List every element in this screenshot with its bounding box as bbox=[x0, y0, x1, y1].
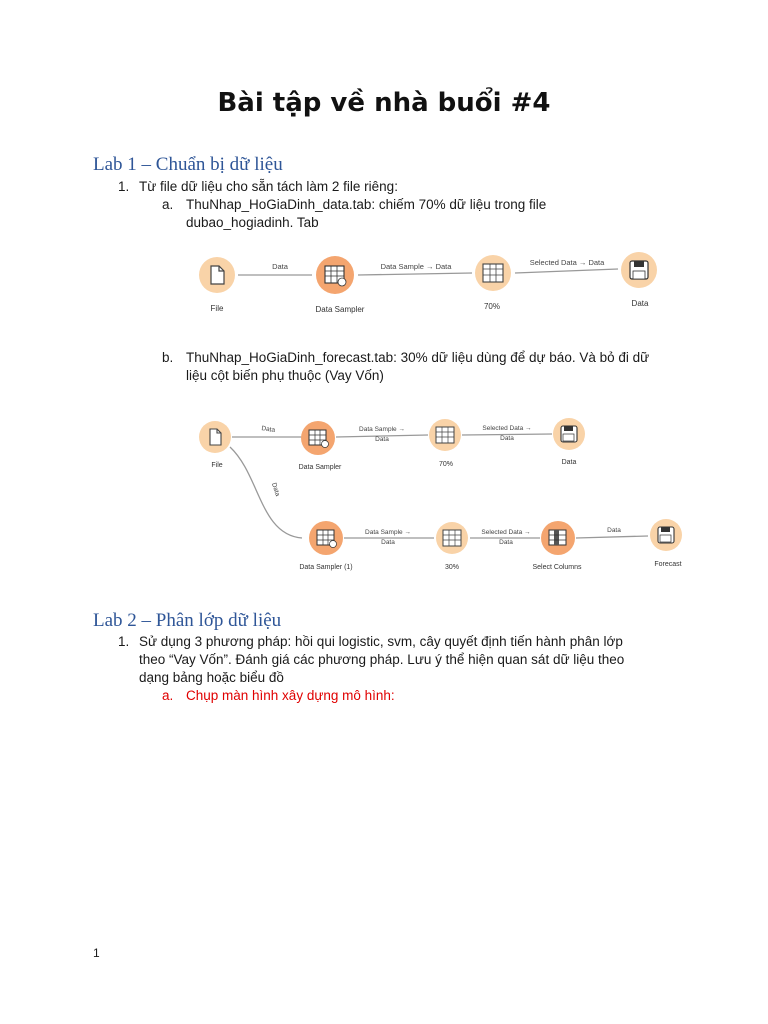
table-icon bbox=[442, 529, 462, 547]
lab1-b-line1: ThuNhap_HoGiaDinh_forecast.tab: 30% dữ l… bbox=[186, 350, 650, 365]
workflow-diagram-70: Data Data Sample → Data Selected Data → … bbox=[199, 252, 657, 314]
link-label-data-vertical: Data bbox=[270, 482, 281, 498]
lab1-heading: Lab 1 – Chuẩn bị dữ liệu bbox=[93, 154, 283, 175]
link-label-data-sample: Data Sample → Data bbox=[381, 262, 453, 271]
file-node[interactable] bbox=[199, 421, 231, 453]
table-70-node[interactable] bbox=[475, 255, 511, 291]
link-file-sampler1 bbox=[229, 446, 303, 539]
lab2-item1-line2: theo “Vay Vốn”. Đánh giá các phương pháp… bbox=[139, 652, 625, 667]
link-label-data: Data bbox=[261, 425, 276, 434]
link-sampler-70 bbox=[335, 434, 429, 438]
link-sampler-70 bbox=[357, 272, 473, 276]
link-label-data-sample-2: Data bbox=[375, 436, 389, 443]
file-node-label: File bbox=[211, 304, 224, 313]
page-number: 1 bbox=[93, 946, 100, 960]
file-icon bbox=[209, 428, 222, 446]
file-node-label: File bbox=[211, 462, 222, 469]
sampler-node-label: Data Sampler bbox=[316, 305, 365, 314]
sampler-icon bbox=[308, 429, 327, 446]
link-label-data-forecast: Data bbox=[607, 527, 621, 534]
lab2-item1-line3: dạng bảng hoặc biểu đồ bbox=[139, 670, 284, 685]
lab1-item1-number: 1. bbox=[118, 179, 130, 194]
page-title: Bài tập về nhà buổi #4 bbox=[217, 88, 551, 118]
lab1-a-line1: ThuNhap_HoGiaDinh_data.tab: chiếm 70% dữ… bbox=[186, 197, 547, 212]
select-columns-node[interactable] bbox=[541, 521, 575, 555]
lab2-item1-line1: Sử dụng 3 phương pháp: hồi qui logistic,… bbox=[139, 634, 623, 649]
lab1-a-marker: a. bbox=[162, 197, 174, 212]
lab2-a-text: Chụp màn hình xây dựng mô hình: bbox=[186, 688, 395, 703]
link-label-selected: Selected Data → bbox=[482, 425, 531, 432]
forecast-node[interactable] bbox=[650, 519, 682, 551]
link-label-data-sample-b: Data Sample → bbox=[365, 529, 411, 536]
data-sampler-node[interactable] bbox=[316, 256, 354, 294]
lab1-a-line2: dubao_hogiadinh. Tab bbox=[186, 215, 319, 230]
link-label-selected-data: Selected Data → Data bbox=[530, 258, 605, 267]
save-data-node[interactable] bbox=[621, 252, 657, 288]
data-sampler-node[interactable] bbox=[301, 421, 335, 455]
file-icon bbox=[210, 265, 225, 285]
sampler-icon bbox=[316, 529, 335, 546]
link-label-data-sample-b2: Data bbox=[381, 539, 395, 546]
save-data-label: Data bbox=[562, 459, 577, 466]
link-label-data-sample: Data Sample → bbox=[359, 426, 405, 433]
lab1-b-marker: b. bbox=[162, 350, 174, 365]
link-label-selected-b2: Data bbox=[499, 539, 513, 546]
save-data-label: Data bbox=[632, 299, 649, 308]
save-data-node[interactable] bbox=[553, 418, 585, 450]
link-label-selected-b: Selected Data → bbox=[481, 529, 530, 536]
workflow-diagram-forecast: Data Data Sample → Data Selected Data → … bbox=[199, 418, 682, 571]
data-sampler-1-node[interactable] bbox=[309, 521, 343, 555]
lab2-item1-number: 1. bbox=[118, 634, 130, 649]
link-select-forecast bbox=[575, 535, 649, 539]
sampler-node-label: Data Sampler bbox=[299, 464, 342, 471]
link-70-data bbox=[461, 433, 553, 436]
link-label-data: Data bbox=[272, 262, 289, 271]
lab2-heading: Lab 2 – Phân lớp dữ liệu bbox=[93, 610, 282, 631]
select-columns-label: Select Columns bbox=[532, 564, 582, 571]
lab1-b-line2: liệu cột biến phụ thuộc (Vay Vốn) bbox=[186, 368, 384, 383]
table-70-node[interactable] bbox=[429, 419, 461, 451]
table-icon bbox=[482, 263, 504, 283]
link-70-data bbox=[514, 268, 619, 274]
table-30-label: 30% bbox=[445, 564, 459, 571]
table-30-node[interactable] bbox=[436, 522, 468, 554]
table-70-label: 70% bbox=[439, 461, 453, 468]
sampler-1-label: Data Sampler (1) bbox=[299, 564, 352, 571]
file-node[interactable] bbox=[199, 257, 235, 293]
link-label-selected-2: Data bbox=[500, 435, 514, 442]
table-icon bbox=[435, 426, 455, 444]
lab2-a-marker: a. bbox=[162, 688, 174, 703]
forecast-label: Forecast bbox=[654, 561, 681, 568]
table-70-label: 70% bbox=[484, 302, 500, 311]
lab1-item1-text: Từ file dữ liệu cho sẵn tách làm 2 file … bbox=[139, 179, 398, 194]
